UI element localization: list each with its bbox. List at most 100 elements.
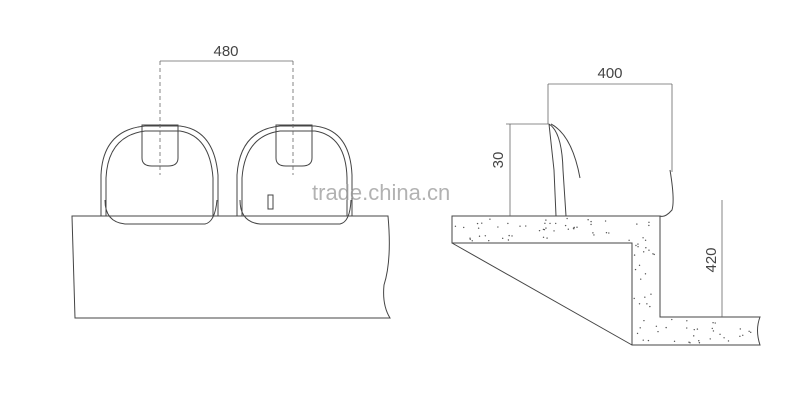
concrete-speck xyxy=(739,335,741,338)
seat-profile xyxy=(548,123,674,217)
concrete-speck xyxy=(635,244,637,247)
concrete-speck xyxy=(653,253,655,256)
concrete-speck xyxy=(478,235,481,237)
concrete-speck xyxy=(564,224,567,227)
dimension-label-480: 480 xyxy=(213,43,238,60)
concrete-speck xyxy=(637,243,639,245)
concrete-speck xyxy=(655,325,658,327)
concrete-speck xyxy=(605,232,608,234)
concrete-speck xyxy=(650,293,652,295)
concrete-speck xyxy=(553,230,555,232)
concrete-speck xyxy=(642,339,644,341)
concrete-speck xyxy=(546,237,548,239)
concrete-speck xyxy=(646,303,648,305)
concrete-speck xyxy=(693,328,695,331)
concrete-speck xyxy=(750,331,752,334)
concrete-speck xyxy=(511,235,513,237)
concrete-speck xyxy=(645,247,647,249)
concrete-speck xyxy=(488,239,490,242)
concrete-speck xyxy=(587,219,589,221)
concrete-speck xyxy=(712,330,715,332)
concrete-speck xyxy=(545,227,547,229)
concrete-speck xyxy=(477,227,480,229)
concrete-speck xyxy=(648,249,650,251)
concrete-speck xyxy=(628,239,630,241)
concrete-speck xyxy=(501,237,504,240)
concrete-speck xyxy=(481,222,483,224)
concrete-speck xyxy=(454,225,457,227)
concrete-speck xyxy=(542,236,545,238)
concrete-speck xyxy=(590,223,592,226)
concrete-speck xyxy=(484,235,487,237)
concrete-speck xyxy=(712,321,714,324)
concrete-speck xyxy=(508,234,510,237)
concrete-speck xyxy=(739,328,742,330)
concrete-speck xyxy=(665,326,667,329)
concrete-speck xyxy=(633,297,635,300)
concrete-speck xyxy=(567,228,570,230)
concrete-speck xyxy=(696,328,699,330)
concrete-speck xyxy=(636,332,639,335)
concrete-speck xyxy=(608,232,610,234)
concrete-speck xyxy=(507,239,510,241)
concrete-speck xyxy=(637,245,639,248)
concrete-speck xyxy=(686,327,688,329)
concrete-speck xyxy=(647,339,650,342)
concrete-speck xyxy=(644,239,647,242)
concrete-speck xyxy=(489,218,491,220)
concrete-speck xyxy=(555,222,557,225)
concrete-speck xyxy=(638,303,641,305)
concrete-speck xyxy=(649,305,651,308)
concrete-step xyxy=(451,215,761,346)
dimension-label-30: 30 xyxy=(490,152,507,169)
concrete-speck xyxy=(639,327,641,329)
seat-2-backrest xyxy=(275,124,313,167)
concrete-speck xyxy=(469,238,471,241)
seat-1 xyxy=(100,124,219,225)
concrete-speck xyxy=(634,268,637,271)
concrete-speck xyxy=(689,342,691,344)
concrete-speck xyxy=(497,226,499,228)
concrete-speck xyxy=(633,254,636,256)
concrete-speck xyxy=(727,340,730,342)
concrete-speck xyxy=(590,220,592,223)
concrete-speck xyxy=(538,229,541,232)
concrete-speck xyxy=(545,219,547,221)
concrete-speck xyxy=(698,340,700,342)
concrete-speck xyxy=(644,296,646,298)
concrete-speck xyxy=(544,222,546,225)
concrete-speck xyxy=(519,225,521,227)
concrete-speck xyxy=(644,273,647,275)
concrete-speck xyxy=(507,222,509,225)
concrete-speck xyxy=(638,264,641,267)
concrete-speck xyxy=(471,240,473,242)
concrete-speck xyxy=(643,319,645,322)
concrete-speck xyxy=(542,228,545,231)
concrete-speck xyxy=(714,322,716,324)
concrete-speck xyxy=(723,337,725,339)
concrete-speck xyxy=(576,226,578,228)
front-view: 480 xyxy=(71,43,391,319)
concrete-speck xyxy=(709,338,711,340)
concrete-speck xyxy=(673,340,676,343)
concrete-speck xyxy=(593,234,595,236)
concrete-texture xyxy=(454,217,752,344)
side-view: 400 30 420 xyxy=(451,65,761,346)
concrete-speck xyxy=(698,342,701,344)
dimension-label-420: 420 xyxy=(703,247,720,272)
concrete-speck xyxy=(648,224,650,227)
concrete-speck xyxy=(642,237,644,239)
concrete-speck xyxy=(671,318,673,321)
concrete-speck xyxy=(719,333,721,336)
concrete-speck xyxy=(652,253,654,255)
concrete-speck xyxy=(711,327,713,330)
concrete-speck xyxy=(748,330,750,333)
dimension-label-400: 400 xyxy=(597,65,622,82)
concrete-speck xyxy=(573,228,575,230)
watermark: trade.china.cn xyxy=(312,180,450,205)
concrete-speck xyxy=(566,217,568,220)
step-underside xyxy=(451,242,633,346)
seat-1-backrest xyxy=(141,124,179,167)
concrete-speck xyxy=(657,330,659,333)
